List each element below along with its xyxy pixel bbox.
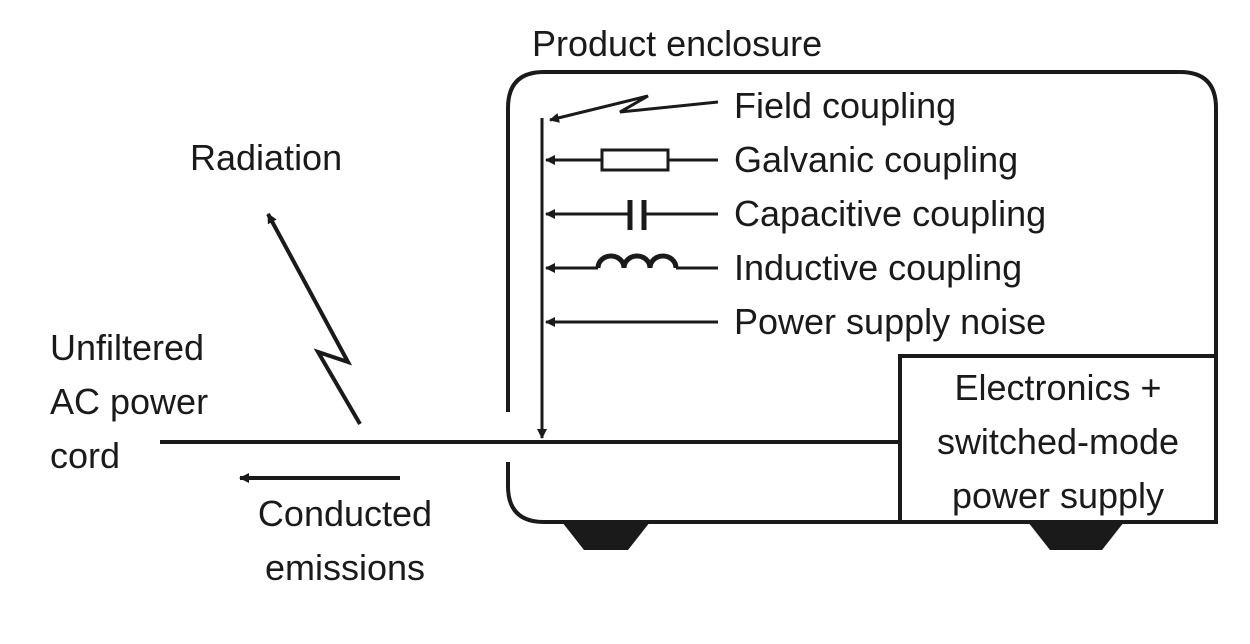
electronics-label-line-1: Electronics + xyxy=(954,367,1162,408)
enclosure-outline xyxy=(506,70,1218,524)
coupling-label-field: Field coupling xyxy=(734,85,957,126)
enclosure-label: Product enclosure xyxy=(532,23,823,64)
coupling-label-capacitive: Capacitive coupling xyxy=(734,193,1047,234)
enclosure-foot-right xyxy=(1028,522,1124,550)
coupling-label-power-supply-noise: Power supply noise xyxy=(734,301,1047,342)
field-coupling-path xyxy=(549,94,719,123)
radiation-arrow xyxy=(266,213,362,426)
cord-label-line-2: AC power xyxy=(50,381,209,422)
radiation-label: Radiation xyxy=(190,137,343,178)
electronics-label-line-3: power supply xyxy=(951,475,1165,516)
electronics-label-line-2: switched-mode xyxy=(936,421,1180,462)
enclosure-foot-left xyxy=(562,522,650,550)
conducted-label-line-2: emissions xyxy=(264,547,426,588)
inductor-symbol xyxy=(595,253,679,269)
coupling-label-inductive: Inductive coupling xyxy=(734,247,1023,288)
resistor-symbol xyxy=(600,148,670,172)
cord-label-line-1: Unfiltered xyxy=(50,327,205,368)
conducted-label-line-1: Conducted xyxy=(257,493,433,534)
cord-label-line-3: cord xyxy=(50,435,121,476)
coupling-label-galvanic: Galvanic coupling xyxy=(734,139,1019,180)
electronics-box xyxy=(898,354,1218,524)
